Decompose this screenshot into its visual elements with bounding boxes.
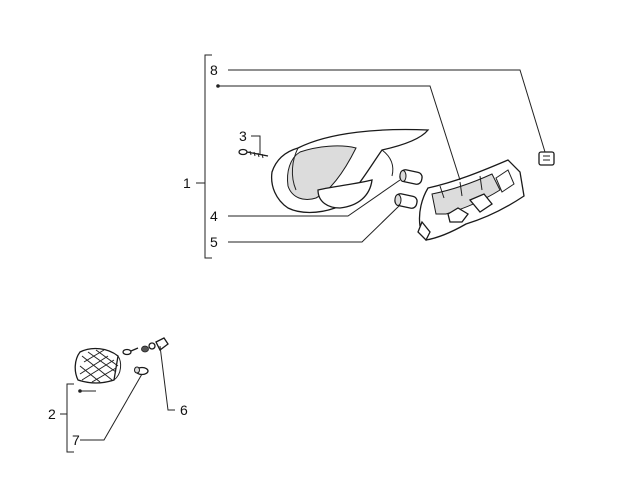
indicator-lens bbox=[74, 347, 122, 384]
leader-lines-group-2 bbox=[78, 345, 175, 441]
callout-7: 7 bbox=[72, 432, 80, 448]
bulb-5 bbox=[394, 193, 418, 209]
callout-6: 6 bbox=[180, 402, 188, 418]
tail-cover bbox=[270, 128, 430, 214]
callout-5: 5 bbox=[210, 234, 218, 250]
bulb-4 bbox=[399, 169, 423, 185]
callout-2: 2 bbox=[48, 406, 56, 422]
callout-1: 1 bbox=[183, 175, 191, 191]
indicator-socket-parts bbox=[122, 337, 169, 376]
screw-3 bbox=[238, 148, 269, 159]
callout-8: 8 bbox=[210, 62, 218, 78]
leader-lines-group-1 bbox=[216, 69, 546, 243]
tail-light-housing bbox=[417, 159, 525, 242]
callout-3: 3 bbox=[239, 128, 247, 144]
group-1-bracket bbox=[196, 54, 212, 259]
clip-part bbox=[538, 151, 555, 166]
callout-4: 4 bbox=[210, 208, 218, 224]
group-2-bracket bbox=[60, 383, 74, 453]
